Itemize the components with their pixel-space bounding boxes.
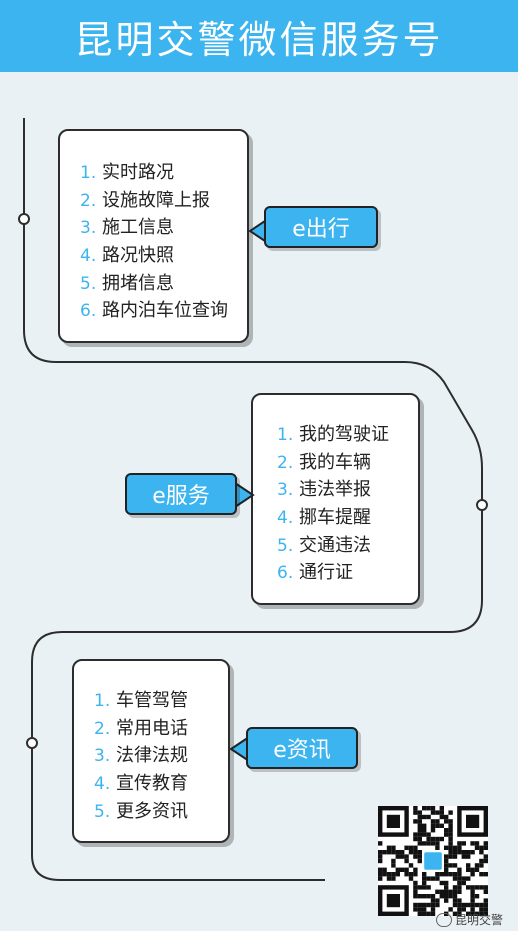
section-tag-service[interactable]: e服务 — [125, 473, 237, 515]
menu-item[interactable]: 6.路内泊车位查询 — [80, 300, 228, 322]
menu-card-travel: 1.实时路况 2.设施故障上报 3.施工信息 4.路况快照 5.拥堵信息 6.路… — [58, 129, 249, 343]
menu-item[interactable]: 3.违法举报 — [277, 479, 371, 501]
menu-item[interactable]: 3.施工信息 — [80, 217, 174, 239]
menu-item[interactable]: 5.拥堵信息 — [80, 272, 174, 294]
menu-item[interactable]: 5.更多资讯 — [94, 800, 188, 822]
menu-item[interactable]: 4.宣传教育 — [94, 773, 188, 795]
wechat-icon — [436, 912, 452, 927]
tag-pointer — [248, 218, 268, 244]
menu-item[interactable]: 2.常用电话 — [94, 717, 188, 739]
menu-card-service: 1.我的驾驶证 2.我的车辆 3.违法举报 4.挪车提醒 5.交通违法 6.通行… — [251, 393, 420, 605]
header: 昆明交警微信服务号 — [0, 0, 518, 72]
tag-pointer — [229, 736, 249, 762]
section-tag-travel[interactable]: e出行 — [264, 206, 378, 248]
menu-card-info: 1.车管驾管 2.常用电话 3.法律法规 4.宣传教育 5.更多资讯 — [72, 659, 230, 843]
menu-item[interactable]: 1.实时路况 — [80, 162, 174, 183]
timeline-node — [18, 213, 30, 225]
menu-item[interactable]: 4.挪车提醒 — [277, 507, 371, 529]
tag-pointer — [235, 482, 255, 508]
menu-item[interactable]: 4.路况快照 — [80, 245, 174, 267]
menu-item[interactable]: 5.交通违法 — [277, 534, 371, 556]
menu-item[interactable]: 1.我的驾驶证 — [277, 424, 389, 445]
timeline-node — [476, 499, 488, 511]
menu-item[interactable]: 2.我的车辆 — [277, 451, 371, 473]
section-tag-info[interactable]: e资讯 — [246, 727, 358, 769]
menu-list: 1.实时路况 2.设施故障上报 3.施工信息 4.路况快照 5.拥堵信息 6.路… — [80, 159, 247, 325]
timeline-node — [26, 737, 38, 749]
menu-item[interactable]: 2.设施故障上报 — [80, 189, 210, 211]
menu-list: 1.我的驾驶证 2.我的车辆 3.违法举报 4.挪车提醒 5.交通违法 6.通行… — [277, 421, 418, 587]
watermark: 昆明交警 — [436, 911, 503, 928]
menu-list: 1.车管驾管 2.常用电话 3.法律法规 4.宣传教育 5.更多资讯 — [94, 687, 228, 825]
menu-item[interactable]: 3.法律法规 — [94, 745, 188, 767]
qr-code-icon — [378, 806, 488, 916]
menu-item[interactable]: 6.通行证 — [277, 562, 353, 584]
page-title: 昆明交警微信服务号 — [74, 17, 444, 62]
menu-item[interactable]: 1.车管驾管 — [94, 690, 188, 711]
